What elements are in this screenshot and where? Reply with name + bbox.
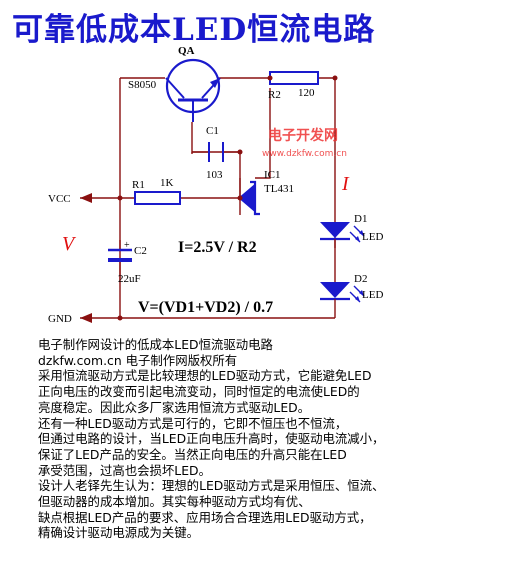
label-qa: QA	[178, 45, 195, 57]
description-line: 精确设计驱动电源成为关键。	[38, 525, 200, 541]
description-line: 缺点根据LED产品的要求、应用场合合理选用LED驱动方式，	[38, 509, 372, 525]
label-tl431: TL431	[264, 183, 294, 195]
regulator-tl431	[238, 178, 260, 216]
formula-current: I=2.5V / R2	[178, 239, 257, 256]
description-line: 设计人老铎先生认为：理想的LED驱动方式是采用恒压、恒流、	[38, 478, 385, 494]
vcc-arrow	[80, 193, 92, 203]
led-d1	[320, 222, 365, 243]
description-line: 亮度稳定。因此众多厂家选用恒流方式驱动LED。	[38, 399, 311, 415]
label-c2: C2	[134, 245, 147, 257]
description-line: 但通过电路的设计，当LED正向电压升高时，使驱动电流减小，	[38, 431, 385, 447]
watermark-cn: 电子开发网	[268, 127, 338, 144]
description-line: dzkfw.com.cn 电子制作网版权所有	[38, 352, 238, 368]
label-d1: D1	[354, 213, 367, 225]
wire-tl431-ref	[255, 88, 271, 179]
transistor-qa	[165, 58, 221, 122]
description-line: 保证了LED产品的安全。当然正向电压的升高只能在LED	[38, 446, 347, 462]
description-line: 采用恒流驱动方式是比较理想的LED驱动方式，它能避免LED	[38, 368, 372, 384]
label-c1: C1	[206, 125, 219, 137]
label-c2-plus: +	[124, 240, 130, 251]
description-line: 承受范围，过高也会损坏LED。	[38, 462, 211, 478]
label-c2-value: 22uF	[118, 273, 141, 285]
resistor-r1	[134, 191, 181, 205]
led-d2	[320, 282, 365, 303]
wire-top	[120, 77, 336, 248]
label-ic1: IC1	[264, 169, 281, 181]
resistor-r2	[269, 71, 319, 85]
capacitor-c1	[192, 142, 240, 162]
capacitor-c2	[108, 248, 132, 262]
label-vcc: VCC	[48, 193, 71, 205]
gnd-arrow	[80, 313, 92, 323]
description-line: 还有一种LED驱动方式是可行的，它即不恒压也不恒流，	[38, 415, 348, 431]
description-line: 正向电压的改变而引起电流变动，同时恒定的电流使LED的	[38, 384, 360, 400]
label-d2: D2	[354, 273, 367, 285]
description-text: 电子制作网设计的低成本LED恒流驱动电路 dzkfw.com.cn 电子制作网版…	[38, 337, 508, 541]
label-r1: R1	[132, 179, 145, 191]
circuit-schematic: QA S8050 R2 120 C1 103 IC1 TL431 R1 1K V…	[48, 45, 383, 325]
transistor-collector	[165, 77, 185, 99]
page-title: 可靠低成本LED恒流电路	[12, 12, 376, 48]
transistor-arrow	[210, 78, 220, 88]
label-d2-led: LED	[362, 289, 383, 301]
label-d1-led: LED	[362, 231, 383, 243]
description-line: 但驱动器的成本增加。其实每种驱动方式均有优、	[38, 494, 311, 510]
label-c1-value: 103	[206, 169, 223, 181]
label-gnd: GND	[48, 313, 72, 325]
watermark-url: www.dzkfw.com.cn	[262, 149, 347, 159]
description-line: 电子制作网设计的低成本LED恒流驱动电路	[38, 337, 273, 352]
junction-dots	[117, 75, 338, 321]
label-s8050: S8050	[128, 79, 157, 91]
label-r2: R2	[268, 89, 281, 101]
label-r2-value: 120	[298, 87, 315, 99]
formula-voltage: V=(VD1+VD2) / 0.7	[138, 299, 273, 316]
label-current-symbol: I	[341, 173, 350, 195]
label-voltage-symbol: V	[62, 233, 77, 255]
label-r1-value: 1K	[160, 177, 174, 189]
wire-base	[191, 122, 241, 198]
